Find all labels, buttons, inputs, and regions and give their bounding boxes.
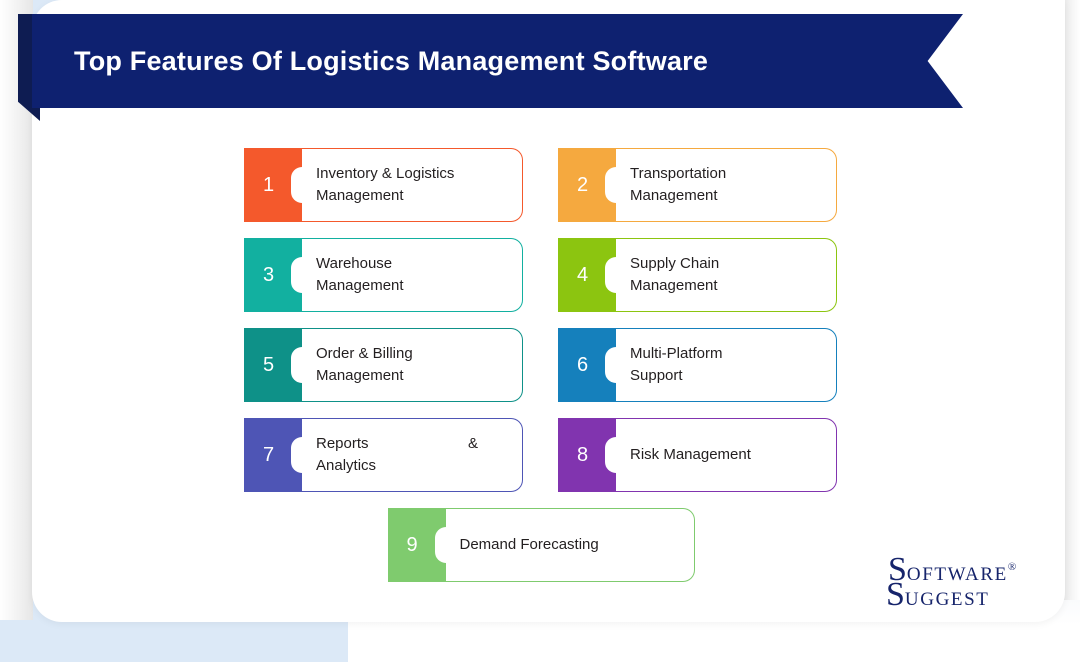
feature-label-line2: Management <box>316 187 404 204</box>
feature-number: 7 <box>263 444 275 466</box>
feature-card-4[interactable]: 4 Supply Chain Management <box>558 238 837 312</box>
registered-icon: ® <box>1007 561 1017 573</box>
feature-number-block: 7 <box>244 418 313 492</box>
logo-word-suggest: UGGEST <box>904 588 990 610</box>
notch-cutout <box>291 167 313 203</box>
softwaresuggest-logo: S OFTWARE ® S UGGEST <box>886 551 1038 613</box>
feature-card-3[interactable]: 3 Warehouse Management <box>244 238 523 312</box>
notch-cutout <box>291 257 313 293</box>
notch-cutout <box>434 527 457 563</box>
header-ribbon: Top Features Of Logistics Management Sof… <box>18 14 963 121</box>
notch-cutout <box>605 167 627 203</box>
feature-number: 4 <box>577 264 589 286</box>
feature-label-line2: Analytics <box>316 457 377 474</box>
logo-initial-s-2: S <box>886 575 905 613</box>
feature-card-8[interactable]: 8 Risk Management <box>558 418 837 492</box>
feature-number-block: 3 <box>244 238 313 312</box>
feature-label-line1: Order & Billing <box>316 345 413 363</box>
feature-label-line1: Transportation <box>630 165 727 183</box>
right-gutter-strip <box>1064 0 1080 600</box>
feature-label: Inventory & Logistics Management <box>316 148 454 222</box>
feature-label-line1: Multi-Platform <box>630 345 723 363</box>
feature-number-block: 6 <box>558 328 627 402</box>
notch-cutout <box>605 347 627 383</box>
feature-number: 5 <box>263 354 275 376</box>
feature-label-line2: Management <box>630 187 718 204</box>
feature-card-9[interactable]: 9 Demand Forecasting <box>387 508 695 582</box>
feature-label: Transportation Management <box>630 148 726 222</box>
feature-card-7[interactable]: 7 Reports & Analytics <box>244 418 523 492</box>
logo-line-1: S OFTWARE ® <box>888 551 1038 588</box>
feature-label-line1: Reports <box>316 435 369 453</box>
features-row-3: 5 Order & Billing Management 6 Multi-Pla… <box>244 328 838 402</box>
feature-label-line1: Supply Chain <box>630 255 720 273</box>
feature-label: Risk Management <box>630 418 751 492</box>
feature-label-ampersand: & <box>467 435 478 453</box>
feature-label: Supply Chain Management <box>630 238 719 312</box>
feature-card-6[interactable]: 6 Multi-Platform Support <box>558 328 837 402</box>
features-row-5: 9 Demand Forecasting <box>244 508 838 582</box>
feature-number-block: 9 <box>387 508 457 582</box>
feature-label-line2: Support <box>630 367 683 384</box>
feature-label: Reports & Analytics <box>316 418 478 492</box>
feature-number: 6 <box>577 354 589 376</box>
features-row-1: 1 Inventory & Logistics Management 2 Tra… <box>244 148 838 222</box>
notch-cutout <box>291 347 313 383</box>
feature-label: Warehouse Management <box>316 238 404 312</box>
notch-cutout <box>605 437 627 473</box>
feature-label: Order & Billing Management <box>316 328 413 402</box>
features-row-4: 7 Reports & Analytics 8 Risk Man <box>244 418 838 492</box>
feature-card-2[interactable]: 2 Transportation Management <box>558 148 837 222</box>
features-row-2: 3 Warehouse Management 4 Supply Chain Ma… <box>244 238 838 312</box>
logo-initial-s-1: S <box>888 551 907 588</box>
feature-label: Demand Forecasting <box>460 508 599 582</box>
feature-label-line2: Management <box>316 367 404 384</box>
feature-number: 9 <box>406 534 418 556</box>
feature-label: Multi-Platform Support <box>630 328 723 402</box>
feature-label-line1: Inventory & Logistics <box>316 165 455 183</box>
logo-line-2: S UGGEST <box>886 575 1038 613</box>
feature-number-block: 8 <box>558 418 627 492</box>
feature-number-block: 5 <box>244 328 313 402</box>
feature-card-5[interactable]: 5 Order & Billing Management <box>244 328 523 402</box>
feature-label-line2: Management <box>630 277 718 294</box>
feature-label-line1: Demand Forecasting <box>459 536 599 554</box>
feature-number: 1 <box>263 174 275 196</box>
feature-label-line1: Warehouse <box>316 255 393 273</box>
feature-label-line2: Management <box>316 277 404 294</box>
feature-number-block: 2 <box>558 148 627 222</box>
notch-cutout <box>291 437 313 473</box>
ribbon-banner: Top Features Of Logistics Management Sof… <box>32 14 963 108</box>
page-title: Top Features Of Logistics Management Sof… <box>74 45 709 76</box>
feature-card-1[interactable]: 1 Inventory & Logistics Management <box>244 148 523 222</box>
notch-cutout <box>605 257 627 293</box>
feature-number: 8 <box>577 444 589 466</box>
feature-label-line1: Risk Management <box>630 446 751 464</box>
logo-word-software: OFTWARE <box>906 564 1008 585</box>
feature-number-block: 1 <box>244 148 313 222</box>
feature-number-block: 4 <box>558 238 627 312</box>
feature-number: 2 <box>577 174 589 196</box>
features-grid: 1 Inventory & Logistics Management 2 Tra… <box>244 148 838 582</box>
feature-number: 3 <box>263 264 275 286</box>
